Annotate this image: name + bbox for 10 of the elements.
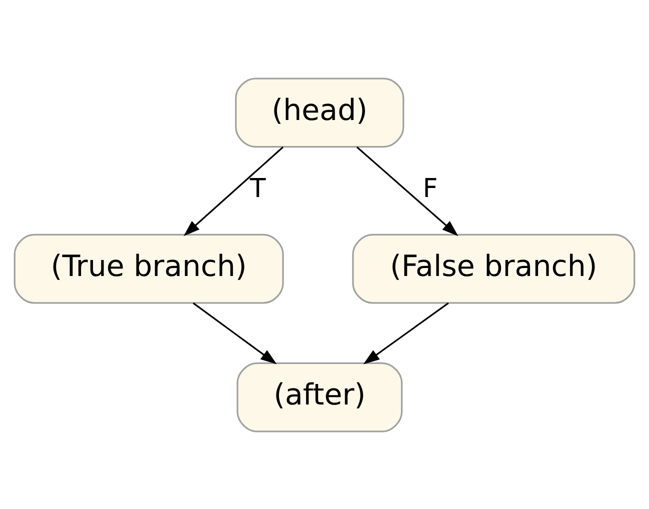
node-box: (head) <box>235 77 404 148</box>
arrow <box>363 302 449 364</box>
arrow <box>192 302 277 364</box>
edge-label: F <box>422 173 438 204</box>
arrow <box>184 146 284 236</box>
node-box: (False branch) <box>352 233 636 304</box>
node-box: (True branch) <box>14 233 284 304</box>
arrow <box>356 146 458 236</box>
node-box: (after) <box>236 362 403 432</box>
edge-label: T <box>250 173 266 204</box>
